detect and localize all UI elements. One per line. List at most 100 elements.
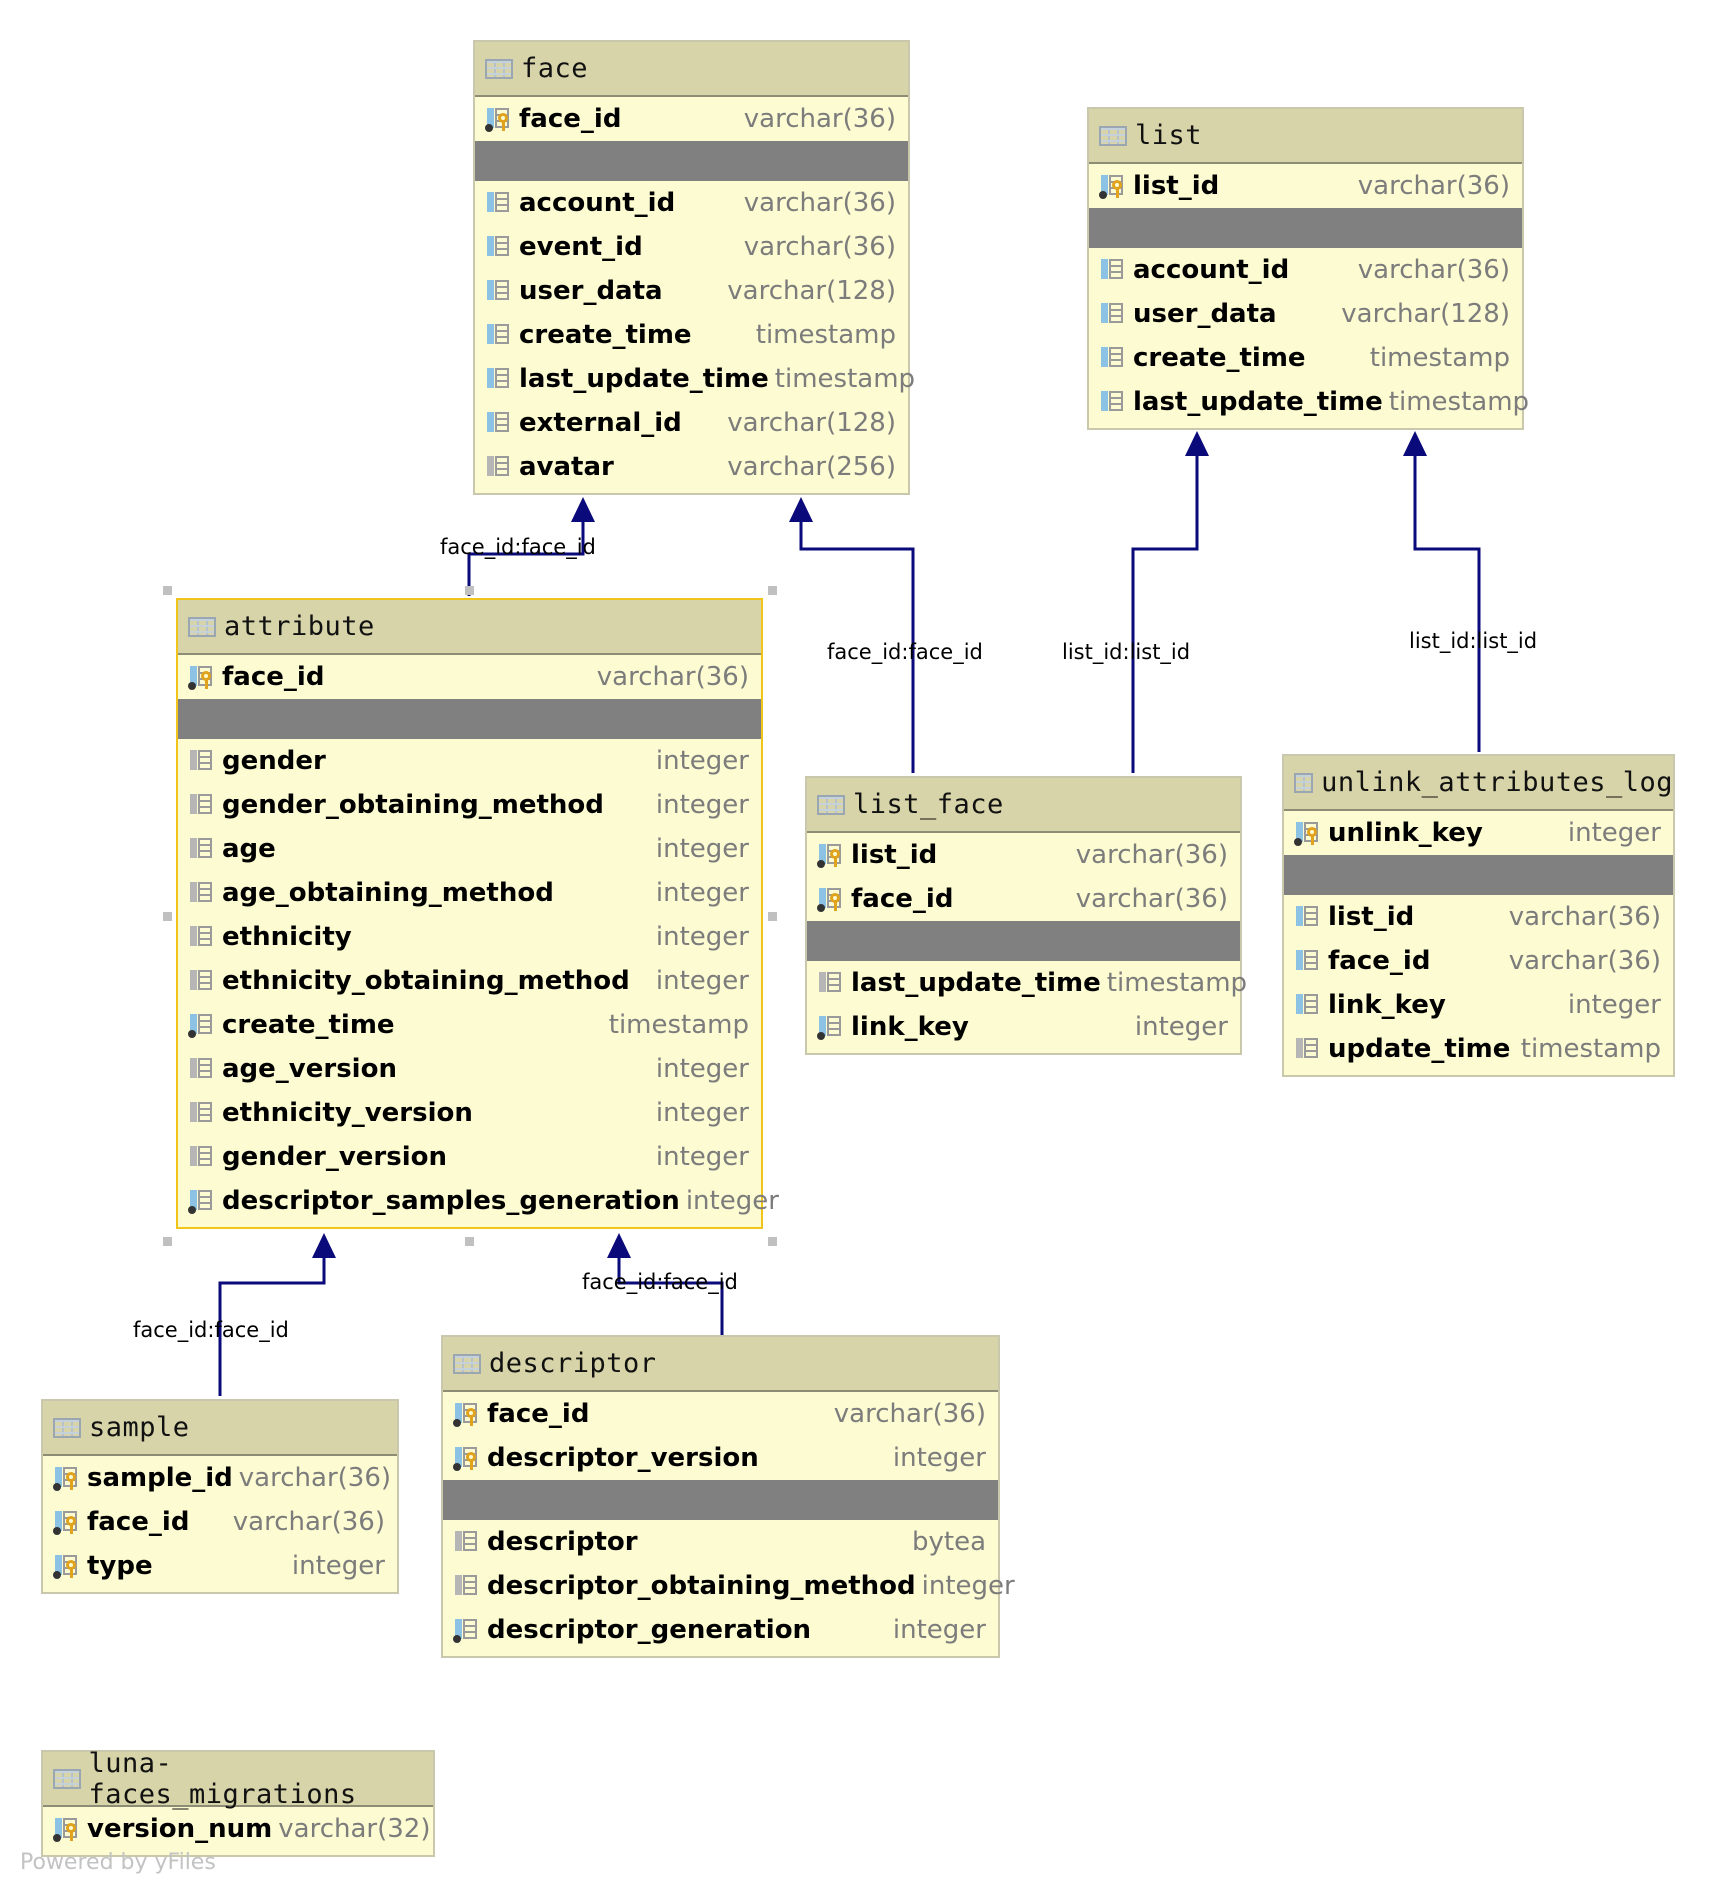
selection-handle[interactable] [768, 586, 777, 595]
column-name: list_id [1328, 902, 1415, 932]
selection-handle[interactable] [163, 912, 172, 921]
column-type: integer [655, 922, 749, 952]
column-name: link_key [851, 1012, 969, 1042]
column-name: face_id [851, 884, 954, 914]
table-header[interactable]: list_face [807, 778, 1240, 833]
table-header[interactable]: unlink_attributes_log [1284, 756, 1673, 811]
column-name: last_update_time [1133, 387, 1383, 417]
arrowhead-face-left [571, 497, 595, 522]
column-row[interactable]: list_id varchar(36) [1284, 895, 1673, 939]
edge-descriptor-to-attribute[interactable] [617, 1254, 724, 1335]
column-icon [188, 835, 216, 863]
column-icon [188, 1011, 216, 1039]
table-header[interactable]: face [475, 42, 908, 97]
column-type: timestamp [1106, 968, 1248, 998]
table-icon [485, 58, 513, 79]
column-type: integer [291, 1551, 385, 1581]
table-name: unlink_attributes_log [1321, 767, 1673, 798]
column-type: varchar(36) [1508, 946, 1661, 976]
table-icon [188, 616, 216, 637]
column-name: gender [222, 746, 326, 776]
selection-handle[interactable] [465, 1237, 474, 1246]
selection-handle[interactable] [163, 1237, 172, 1246]
column-type: varchar(36) [1075, 884, 1228, 914]
column-type: varchar(256) [727, 452, 896, 482]
selection-handle[interactable] [768, 1237, 777, 1246]
table-header[interactable]: descriptor [443, 1337, 998, 1392]
column-icon [1294, 991, 1322, 1019]
table-header[interactable]: attribute [178, 600, 761, 655]
table-header[interactable]: list [1089, 109, 1522, 164]
key-separator [807, 921, 1240, 961]
selection-handle[interactable] [768, 912, 777, 921]
edge-unlink-to-list[interactable] [1413, 452, 1481, 752]
edge-list-face-to-list[interactable] [1131, 452, 1199, 773]
column-name: list_id [1133, 171, 1220, 201]
column-type: varchar(36) [1508, 902, 1661, 932]
selection-handle[interactable] [163, 586, 172, 595]
column-type: varchar(36) [238, 1463, 392, 1493]
column-icon [453, 1616, 481, 1644]
key-column-row[interactable]: face_id varchar(36) [807, 877, 1240, 921]
column-type: varchar(36) [833, 1399, 986, 1429]
column-type: integer [1567, 818, 1661, 848]
arrowhead-list-left [1185, 431, 1209, 456]
table-header[interactable]: luna-faces_migrations [43, 1748, 433, 1810]
primary-key-icon [817, 841, 845, 869]
table-header[interactable]: sample [43, 1401, 397, 1456]
selection-handle[interactable] [465, 586, 474, 595]
column-name: ethnicity_obtaining_method [222, 966, 630, 996]
primary-key-icon [188, 663, 216, 691]
